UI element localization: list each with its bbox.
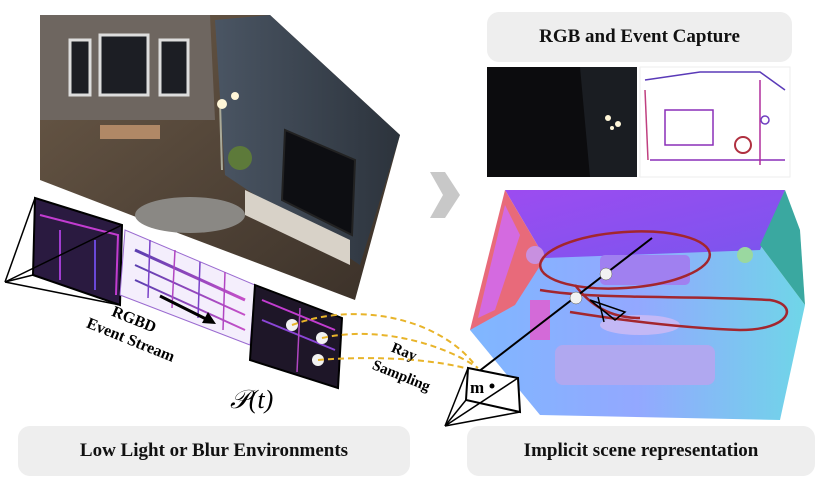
right-camera xyxy=(444,366,522,427)
sampling-label: Sampling xyxy=(370,357,433,395)
event-stream-strip xyxy=(119,229,256,346)
transition-arrow xyxy=(430,172,460,218)
ray-label: Ray xyxy=(389,340,419,365)
camera-ray xyxy=(477,237,653,373)
implicit-scene-title: Implicit scene representation xyxy=(523,440,759,461)
point-m-label: m xyxy=(470,378,484,397)
ray-sampling-paths xyxy=(291,313,479,373)
rgb-event-capture-title: RGB and Event Capture xyxy=(539,26,740,47)
implicit-scene-box: Implicit scene representation xyxy=(467,426,815,476)
low-light-title: Low Light or Blur Environments xyxy=(79,440,349,461)
camera-frame-pt xyxy=(248,283,344,390)
rgb-image xyxy=(487,67,637,177)
p-of-t-label: 𝒫(t) xyxy=(230,385,273,414)
room-render xyxy=(40,15,400,300)
low-light-box: Low Light or Blur Environments xyxy=(18,426,410,476)
event-image xyxy=(639,66,791,178)
stream-arrow xyxy=(159,294,216,324)
left-camera xyxy=(4,196,124,307)
rgb-event-capture-box: RGB and Event Capture xyxy=(487,12,792,62)
scene-reconstruction xyxy=(470,190,805,420)
